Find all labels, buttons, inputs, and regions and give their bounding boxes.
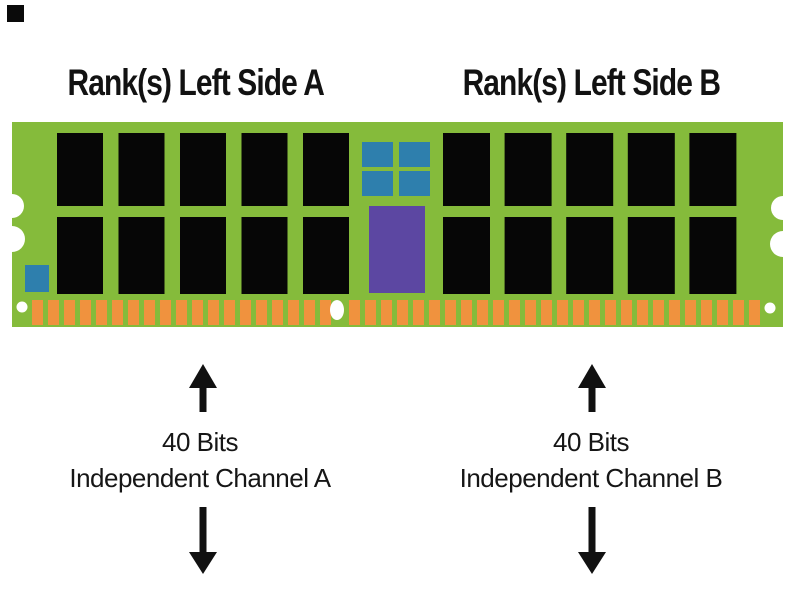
- edge-connector-pin: [429, 300, 440, 325]
- edge-connector-pin: [685, 300, 696, 325]
- memory-chip: [443, 217, 490, 294]
- memory-chip: [118, 217, 165, 294]
- memory-chip: [180, 133, 226, 206]
- edge-connector-pin: [48, 300, 59, 325]
- down-arrow-icon: [199, 507, 207, 555]
- edge-connector-pin: [397, 300, 408, 325]
- channel-a-bits-text: 40 Bits: [162, 427, 239, 457]
- edge-connector-pin: [128, 300, 139, 325]
- edge-connector-pin: [573, 300, 584, 325]
- edge-notch: [0, 194, 24, 218]
- edge-connector-pin: [381, 300, 392, 325]
- register-chip: [369, 206, 425, 293]
- spd-chip: [25, 265, 49, 292]
- edge-connector-pin: [80, 300, 91, 325]
- edge-connector-pin: [541, 300, 552, 325]
- memory-chip: [443, 133, 490, 206]
- buffer-chip: [362, 171, 393, 196]
- memory-chip: [627, 217, 675, 294]
- memory-chip: [303, 217, 349, 294]
- memory-chip: [566, 217, 614, 294]
- edge-connector-pin: [637, 300, 648, 325]
- memory-chip: [57, 133, 103, 206]
- memory-chip: [180, 217, 226, 294]
- edge-connector-pin: [160, 300, 171, 325]
- edge-notch: [0, 226, 25, 252]
- memory-chip: [566, 133, 614, 206]
- channel-a-label: 40 Bits Independent Channel A: [37, 424, 363, 496]
- edge-connector-pin: [208, 300, 219, 325]
- edge-connector-pin: [96, 300, 107, 325]
- edge-connector-pin: [669, 300, 680, 325]
- memory-chip: [689, 133, 737, 206]
- mounting-hole: [764, 302, 776, 314]
- edge-notch: [770, 231, 796, 257]
- edge-connector-pin: [192, 300, 203, 325]
- edge-connector-pin: [288, 300, 299, 325]
- buffer-chip: [399, 142, 430, 167]
- edge-connector-pin: [320, 300, 331, 325]
- rank-left-side-a-title: Rank(s) Left Side A: [36, 62, 356, 104]
- edge-connector-pin: [461, 300, 472, 325]
- memory-chip: [504, 217, 552, 294]
- edge-connector-pin: [112, 300, 123, 325]
- edge-connector-pin: [589, 300, 600, 325]
- channel-b-label: 40 Bits Independent Channel B: [428, 424, 754, 496]
- buffer-chip: [399, 171, 430, 196]
- edge-connector-pin: [621, 300, 632, 325]
- edge-connector-pin: [749, 300, 760, 325]
- edge-connector-pin: [701, 300, 712, 325]
- edge-connector-pin: [272, 300, 283, 325]
- edge-connector-pin: [477, 300, 488, 325]
- down-arrow-icon: [588, 507, 596, 555]
- memory-chip: [118, 133, 165, 206]
- edge-connector-pin: [445, 300, 456, 325]
- channel-b-name-text: Independent Channel B: [459, 463, 723, 493]
- up-arrow-icon: [199, 384, 207, 412]
- memory-chip: [627, 133, 675, 206]
- edge-connector-pin: [493, 300, 504, 325]
- channel-b-bits-text: 40 Bits: [553, 427, 630, 457]
- up-arrow-icon: [189, 364, 217, 388]
- edge-connector-pin: [365, 300, 376, 325]
- edge-connector-pin: [413, 300, 424, 325]
- edge-connector-pin: [224, 300, 235, 325]
- edge-connector-pin: [557, 300, 568, 325]
- edge-connector-pin: [509, 300, 520, 325]
- memory-chip: [241, 133, 288, 206]
- edge-connector-pin: [176, 300, 187, 325]
- up-arrow-icon: [588, 384, 596, 412]
- down-arrow-icon: [189, 552, 217, 574]
- up-arrow-icon: [578, 364, 606, 388]
- edge-connector-pin: [349, 300, 360, 325]
- rank-left-side-b-title: Rank(s) Left Side B: [431, 62, 751, 104]
- corner-mark: [7, 5, 24, 22]
- edge-connector-pin: [304, 300, 315, 325]
- edge-connector-pin: [525, 300, 536, 325]
- rank-left-side-b-title-text: Rank(s) Left Side B: [462, 62, 720, 104]
- channel-a-name-text: Independent Channel A: [69, 463, 331, 493]
- edge-connector-pin: [605, 300, 616, 325]
- edge-connector-pin: [717, 300, 728, 325]
- memory-chip: [303, 133, 349, 206]
- edge-connector-pin: [733, 300, 744, 325]
- edge-connector-pin: [144, 300, 155, 325]
- rank-left-side-a-title-text: Rank(s) Left Side A: [67, 62, 325, 104]
- edge-connector-pin: [240, 300, 251, 325]
- edge-connector-pin: [256, 300, 267, 325]
- edge-connector-pin: [653, 300, 664, 325]
- edge-notch: [771, 196, 795, 220]
- mounting-hole: [16, 301, 28, 313]
- buffer-chip: [362, 142, 393, 167]
- key-notch-hole: [330, 300, 344, 320]
- edge-connector-pin: [32, 300, 43, 325]
- down-arrow-icon: [578, 552, 606, 574]
- memory-chip: [57, 217, 103, 294]
- memory-chip: [241, 217, 288, 294]
- memory-chip: [689, 217, 737, 294]
- edge-connector-pin: [64, 300, 75, 325]
- memory-chip: [504, 133, 552, 206]
